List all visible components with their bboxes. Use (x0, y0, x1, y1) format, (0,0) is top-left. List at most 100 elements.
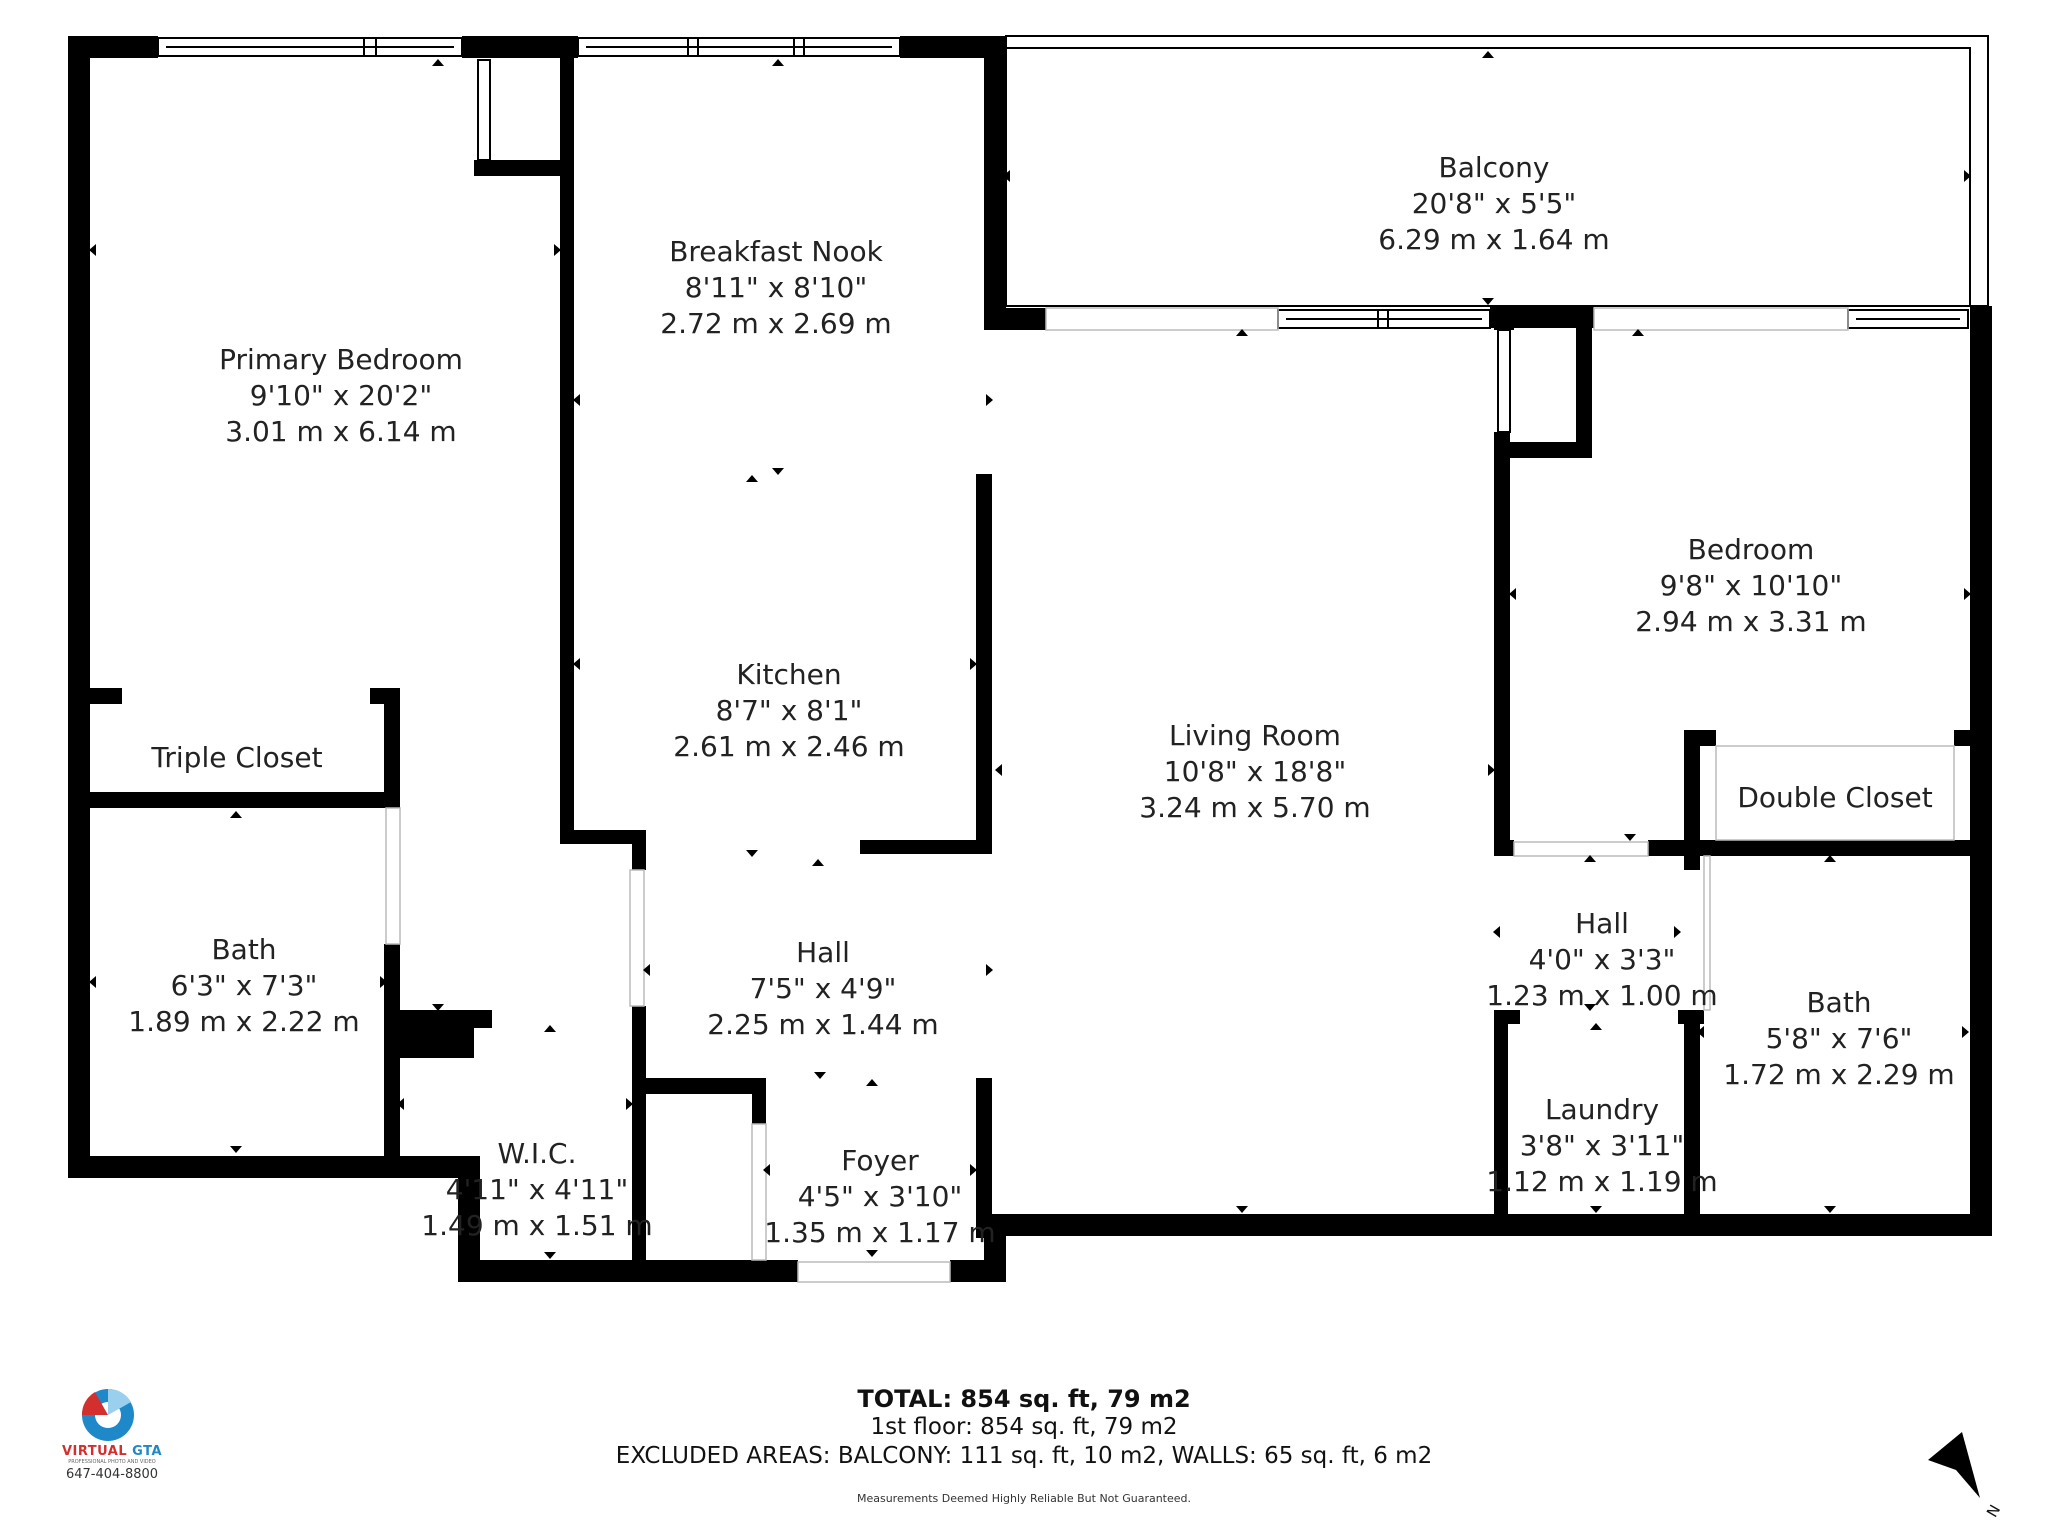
door-opening (751, 1123, 767, 1261)
room-size-metric: 3.01 m x 6.14 m (225, 415, 457, 448)
marker (986, 964, 993, 976)
marker (643, 964, 650, 976)
room-size-imperial: 8'7" x 8'1" (715, 694, 863, 727)
total-area: TOTAL: 854 sq. ft, 79 m2 (857, 1385, 1191, 1413)
room-size-imperial: 10'8" x 18'8" (1163, 755, 1347, 788)
marker (1964, 588, 1971, 600)
marker (1482, 298, 1494, 305)
room-label-breakfast-nook: Breakfast Nook 8'11" x 8'10" 2.72 m x 2.… (660, 234, 891, 342)
marker (1590, 1206, 1602, 1213)
room-name: Living Room (1169, 719, 1341, 752)
room-size-imperial: 3'8" x 3'11" (1519, 1129, 1685, 1162)
room-size-metric: 2.25 m x 1.44 m (707, 1008, 939, 1041)
marker (1236, 329, 1248, 336)
wall (976, 474, 992, 854)
wall (1494, 840, 1514, 856)
marker (812, 859, 824, 866)
room-size-imperial: 20'8" x 5'5" (1411, 187, 1577, 220)
room-name: Hall (1575, 907, 1629, 940)
room-name: Foyer (841, 1144, 919, 1177)
marker (626, 1098, 633, 1110)
marker (1482, 51, 1494, 58)
marker (1590, 1023, 1602, 1030)
floor-area: 1st floor: 854 sq. ft, 79 m2 (870, 1414, 1178, 1440)
room-name: Bedroom (1687, 533, 1815, 566)
marker (397, 1098, 404, 1110)
wall (1510, 442, 1592, 458)
marker (970, 658, 977, 670)
compass-north-icon (1928, 1432, 1980, 1498)
walls (68, 36, 1992, 1282)
wall (900, 36, 1006, 58)
marker (866, 1250, 878, 1257)
disclaimer: Measurements Deemed Highly Reliable But … (856, 1492, 1192, 1505)
marker (573, 394, 580, 406)
room-size-imperial: 5'8" x 7'6" (1765, 1022, 1913, 1055)
wall (462, 36, 578, 58)
room-size-metric: 2.72 m x 2.69 m (660, 307, 892, 340)
marker (772, 468, 784, 475)
marker (1824, 1206, 1836, 1213)
marker (1509, 588, 1516, 600)
wall (68, 1156, 480, 1178)
wall (400, 1010, 492, 1028)
marker (814, 1072, 826, 1079)
wall (632, 830, 646, 870)
window (1497, 329, 1511, 433)
marker (89, 976, 96, 988)
wall (68, 36, 90, 1178)
wall (984, 1214, 1992, 1236)
wall (984, 308, 1046, 330)
marker (746, 475, 758, 482)
room-name: Hall (796, 936, 850, 969)
door-opening (1703, 855, 1711, 1011)
room-name: Breakfast Nook (669, 235, 883, 268)
wall (1648, 840, 1992, 856)
wall (1684, 730, 1716, 746)
wall (1490, 306, 1594, 328)
wall (1494, 1010, 1508, 1236)
logo-brand-2: GTA (132, 1444, 163, 1459)
room-size-metric: 1.49 m x 1.51 m (421, 1209, 653, 1242)
marker (432, 1004, 444, 1011)
room-label-hall-center: Hall 7'5" x 4'9" 2.25 m x 1.44 m (707, 935, 938, 1043)
room-size-imperial: 4'5" x 3'10" (797, 1180, 963, 1213)
room-name: Primary Bedroom (219, 343, 463, 376)
sliding-door (1045, 307, 1279, 331)
marker (544, 1025, 556, 1032)
sliding-door (1593, 307, 1849, 331)
wall (646, 1078, 766, 1094)
balcony-rail (1006, 47, 1971, 306)
room-size-imperial: 8'11" x 8'10" (684, 271, 868, 304)
room-label-balcony: Balcony 20'8" x 5'5" 6.29 m x 1.64 m (1378, 150, 1609, 258)
marker (380, 976, 387, 988)
door-opening (629, 869, 645, 1007)
logo-light-blade (108, 1388, 131, 1415)
logo-brand: VIRTUAL GTA (52, 1444, 172, 1459)
marker (1964, 170, 1971, 182)
marker (1697, 1026, 1704, 1038)
marker (1824, 855, 1836, 862)
marker (573, 658, 580, 670)
room-size-metric: 3.24 m x 5.70 m (1139, 791, 1371, 824)
marker (1674, 926, 1681, 938)
logo-aperture-icon (81, 1388, 134, 1441)
marker (1962, 1026, 1969, 1038)
room-size-imperial: 9'10" x 20'2" (249, 379, 433, 412)
wall (458, 1156, 480, 1282)
wall (1494, 306, 1514, 330)
room-label-double-closet: Double Closet (1737, 780, 1932, 816)
room-size-imperial: 4'0" x 3'3" (1528, 943, 1676, 976)
room-label-primary-bedroom: Primary Bedroom 9'10" x 20'2" 3.01 m x 6… (219, 342, 463, 450)
marker (1632, 329, 1644, 336)
room-size-imperial: 4'11" x 4'11" (445, 1173, 629, 1206)
compass-arrow (1928, 1432, 1980, 1498)
company-logo: VIRTUAL GTA PROFESSIONAL PHOTO AND VIDEO… (52, 1388, 172, 1482)
marker (772, 59, 784, 66)
marker (970, 1164, 977, 1176)
wall (400, 1028, 474, 1058)
marker (866, 1079, 878, 1086)
marker (544, 1252, 556, 1259)
marker (763, 1164, 770, 1176)
